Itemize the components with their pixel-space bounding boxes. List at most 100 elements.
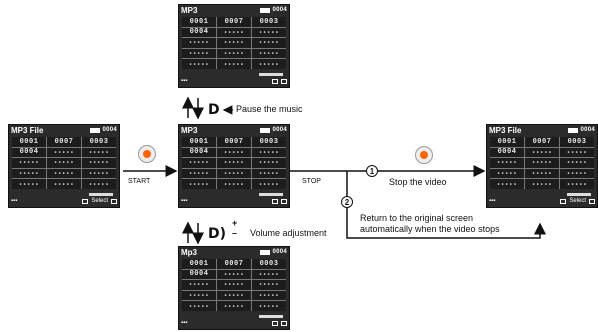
footer-select: Select xyxy=(569,198,586,204)
menu-icon: ▪▪▪ xyxy=(181,78,187,84)
menu-icon: ▪▪▪ xyxy=(489,198,495,204)
grid-cell: 0001 xyxy=(490,137,524,147)
mode-key-icon xyxy=(589,199,595,204)
joystick-icon xyxy=(138,145,156,163)
grid-cell: ••••• xyxy=(12,169,46,179)
grid-cell: ••••• xyxy=(490,179,524,189)
grid-cell: ••••• xyxy=(252,28,286,38)
return-label-line2: automatically when the video stops xyxy=(360,224,500,235)
screen-title: MP3 File xyxy=(11,126,43,135)
grid-cell: 0001 xyxy=(182,17,216,27)
grid-cell: ••••• xyxy=(217,291,251,301)
grid-cell: ••••• xyxy=(252,169,286,179)
grid-cell: ••••• xyxy=(182,179,216,189)
grid-cell: ••••• xyxy=(82,169,116,179)
return-label-line1: Return to the original screen xyxy=(360,213,473,224)
menu-icon: ▪▪▪ xyxy=(181,320,187,326)
grid-cell: 0007 xyxy=(217,137,251,147)
stop-key-icon xyxy=(272,199,278,204)
grid-cell: ••••• xyxy=(525,169,559,179)
screen-title: MP3 xyxy=(181,126,197,135)
grid-cell: 0007 xyxy=(525,137,559,147)
grid-cell: ••••• xyxy=(252,148,286,158)
screen-title: MP3 xyxy=(181,6,197,15)
grid-cell: ••••• xyxy=(82,148,116,158)
battery-icon xyxy=(260,128,270,133)
file-count: 0004 xyxy=(272,126,287,135)
grid-cell: ••••• xyxy=(217,280,251,290)
progress-bar xyxy=(89,193,113,196)
grid-cell: 0007 xyxy=(217,259,251,269)
grid-cell: ••••• xyxy=(525,179,559,189)
grid-cell: ••••• xyxy=(182,291,216,301)
grid-cell: ••••• xyxy=(217,158,251,168)
grid-cell: 0004 xyxy=(182,148,216,158)
grid-cell: 0003 xyxy=(252,259,286,269)
grid-cell: ••••• xyxy=(12,158,46,168)
grid-cell: ••••• xyxy=(252,270,286,280)
grid-cell: ••••• xyxy=(490,158,524,168)
grid-cell: ••••• xyxy=(82,158,116,168)
mode-key-icon xyxy=(281,79,287,84)
grid-cell: 0004 xyxy=(182,270,216,280)
pause-label: Pause the music xyxy=(236,104,303,115)
grid-cell: 0004 xyxy=(490,148,524,158)
grid-cell: 0004 xyxy=(182,28,216,38)
grid-cell: ••••• xyxy=(252,38,286,48)
grid-cell: ••••• xyxy=(490,169,524,179)
grid-cell: 0003 xyxy=(82,137,116,147)
grid-cell: ••••• xyxy=(252,280,286,290)
step-2-marker: 2 xyxy=(341,196,353,208)
screen-title: MP3 File xyxy=(489,126,521,135)
grid-cell: ••••• xyxy=(182,38,216,48)
grid-cell: 0004 xyxy=(12,148,46,158)
stop-label: STOP xyxy=(302,176,321,187)
grid-cell: ••••• xyxy=(82,179,116,189)
grid-cell: ••••• xyxy=(217,301,251,311)
file-count: 0004 xyxy=(272,248,287,257)
grid-cell: 0001 xyxy=(12,137,46,147)
file-count: 0004 xyxy=(102,126,117,135)
step-1-marker: 1 xyxy=(366,165,378,177)
ok-key-icon xyxy=(560,199,566,204)
grid-cell: ••••• xyxy=(182,49,216,59)
screen-title: Mp3 xyxy=(181,248,197,257)
progress-bar xyxy=(259,193,283,196)
grid-cell: ••••• xyxy=(217,49,251,59)
grid-cell: ••••• xyxy=(252,179,286,189)
stop-video-label: Stop the video xyxy=(389,177,447,188)
grid-cell: ••••• xyxy=(182,158,216,168)
battery-icon xyxy=(260,250,270,255)
grid-cell: ••••• xyxy=(560,179,594,189)
file-count: 0004 xyxy=(580,126,595,135)
grid-cell: ••••• xyxy=(252,59,286,69)
grid-cell: ••••• xyxy=(217,169,251,179)
menu-icon: ▪▪▪ xyxy=(11,198,17,204)
volume-label: Volume adjustment xyxy=(250,228,327,239)
grid-cell: ••••• xyxy=(252,301,286,311)
ok-key-icon xyxy=(82,199,88,204)
grid-cell: ••••• xyxy=(217,59,251,69)
grid-cell: ••••• xyxy=(252,291,286,301)
grid-cell: 0001 xyxy=(182,137,216,147)
progress-bar xyxy=(567,193,591,196)
grid-cell: ••••• xyxy=(182,59,216,69)
grid-cell: ••••• xyxy=(47,158,81,168)
grid-cell: ••••• xyxy=(182,301,216,311)
stop-key-icon xyxy=(272,321,278,326)
file-count: 0004 xyxy=(272,6,287,15)
footer-select: Select xyxy=(91,198,108,204)
grid-cell: ••••• xyxy=(217,28,251,38)
grid-cell: ••••• xyxy=(217,179,251,189)
grid-cell: 0007 xyxy=(47,137,81,147)
grid-cell: ••••• xyxy=(182,169,216,179)
volume-key-icon: D) xyxy=(208,227,226,241)
